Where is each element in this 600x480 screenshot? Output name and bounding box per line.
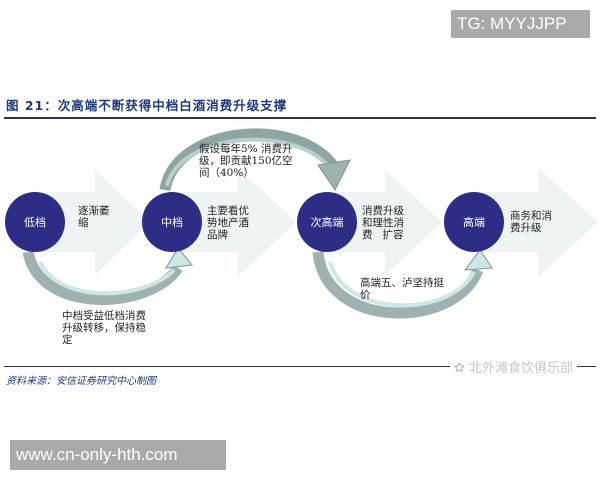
top-curved-arrow [159,128,351,192]
note-line: 定 [62,334,73,346]
bottom-right-arc-note: 高端五、泸坚持挺 价 [360,277,444,301]
note-line: 中档受益低档消费 [62,310,146,322]
stage-arrow-1 [40,170,150,275]
stage-circle-high: 高端 [444,192,504,252]
note-line: 高端五、泸坚持挺 [360,277,444,289]
stage-label-low: 低档 [24,215,46,229]
note-line: 费 扩容 [362,229,404,241]
wechat-icon: ✿ [454,361,470,376]
stage-note-low: 逐渐萎 缩 [78,205,110,229]
stage-circle-low: 低档 [5,192,65,252]
note-line: 逐渐萎 [78,205,110,217]
note-line: 假设每年5% 消费升 [199,143,293,155]
watermark: ✿ 北外滩食饮俱乐部 [450,357,578,376]
url-badge: www.cn-only-hth.com [10,440,226,470]
note-line: 势地产酒 [207,217,249,229]
bottom-left-curved-arrow [22,247,193,305]
tg-badge: TG: MYYJJPP [451,10,590,38]
note-line: 价 [360,289,371,301]
note-line: 费升级 [510,222,542,234]
watermark-text: 北外滩食饮俱乐部 [469,361,574,376]
stage-circle-mid: 中档 [142,192,202,252]
source-divider [4,366,596,367]
stage-arrows [40,168,598,277]
note-line: 品牌 [207,229,228,241]
figure-source: 资料来源：安信证券研究中心制图 [6,376,156,387]
note-line: 级，即贡献150亿空 [199,155,293,167]
stage-note-mid: 主要看优 势地产酒 品牌 [207,205,249,241]
title-divider [4,117,596,119]
bottom-right-curved-arrow [312,249,493,319]
stage-circle-subhigh: 次高端 [297,192,357,252]
stage-label-high: 高端 [463,215,485,229]
stage-label-subhigh: 次高端 [311,215,344,229]
top-arc-note: 假设每年5% 消费升 级，即贡献150亿空 间（40%） [199,143,293,179]
note-line: 和理性消 [362,217,404,229]
stage-note-subhigh: 消费升级 和理性消 费 扩容 [362,205,404,241]
note-line: 升级转移，保持稳 [62,322,146,334]
note-line: 间（40%） [199,167,254,179]
stage-note-high: 商务和消 费升级 [510,210,552,234]
figure-title: 图 21：次高端不断获得中档白酒消费升级支撑 [6,98,288,113]
stage-arrow-2 [178,168,296,277]
note-line: 缩 [78,217,89,229]
note-line: 主要看优 [207,205,249,217]
stage-arrow-4 [478,168,598,277]
bottom-left-arc-note: 中档受益低档消费 升级转移，保持稳 定 [62,310,146,346]
stage-label-mid: 中档 [161,215,183,229]
stage-arrow-3 [332,170,442,275]
note-line: 商务和消 [510,210,552,222]
note-line: 消费升级 [362,205,404,217]
